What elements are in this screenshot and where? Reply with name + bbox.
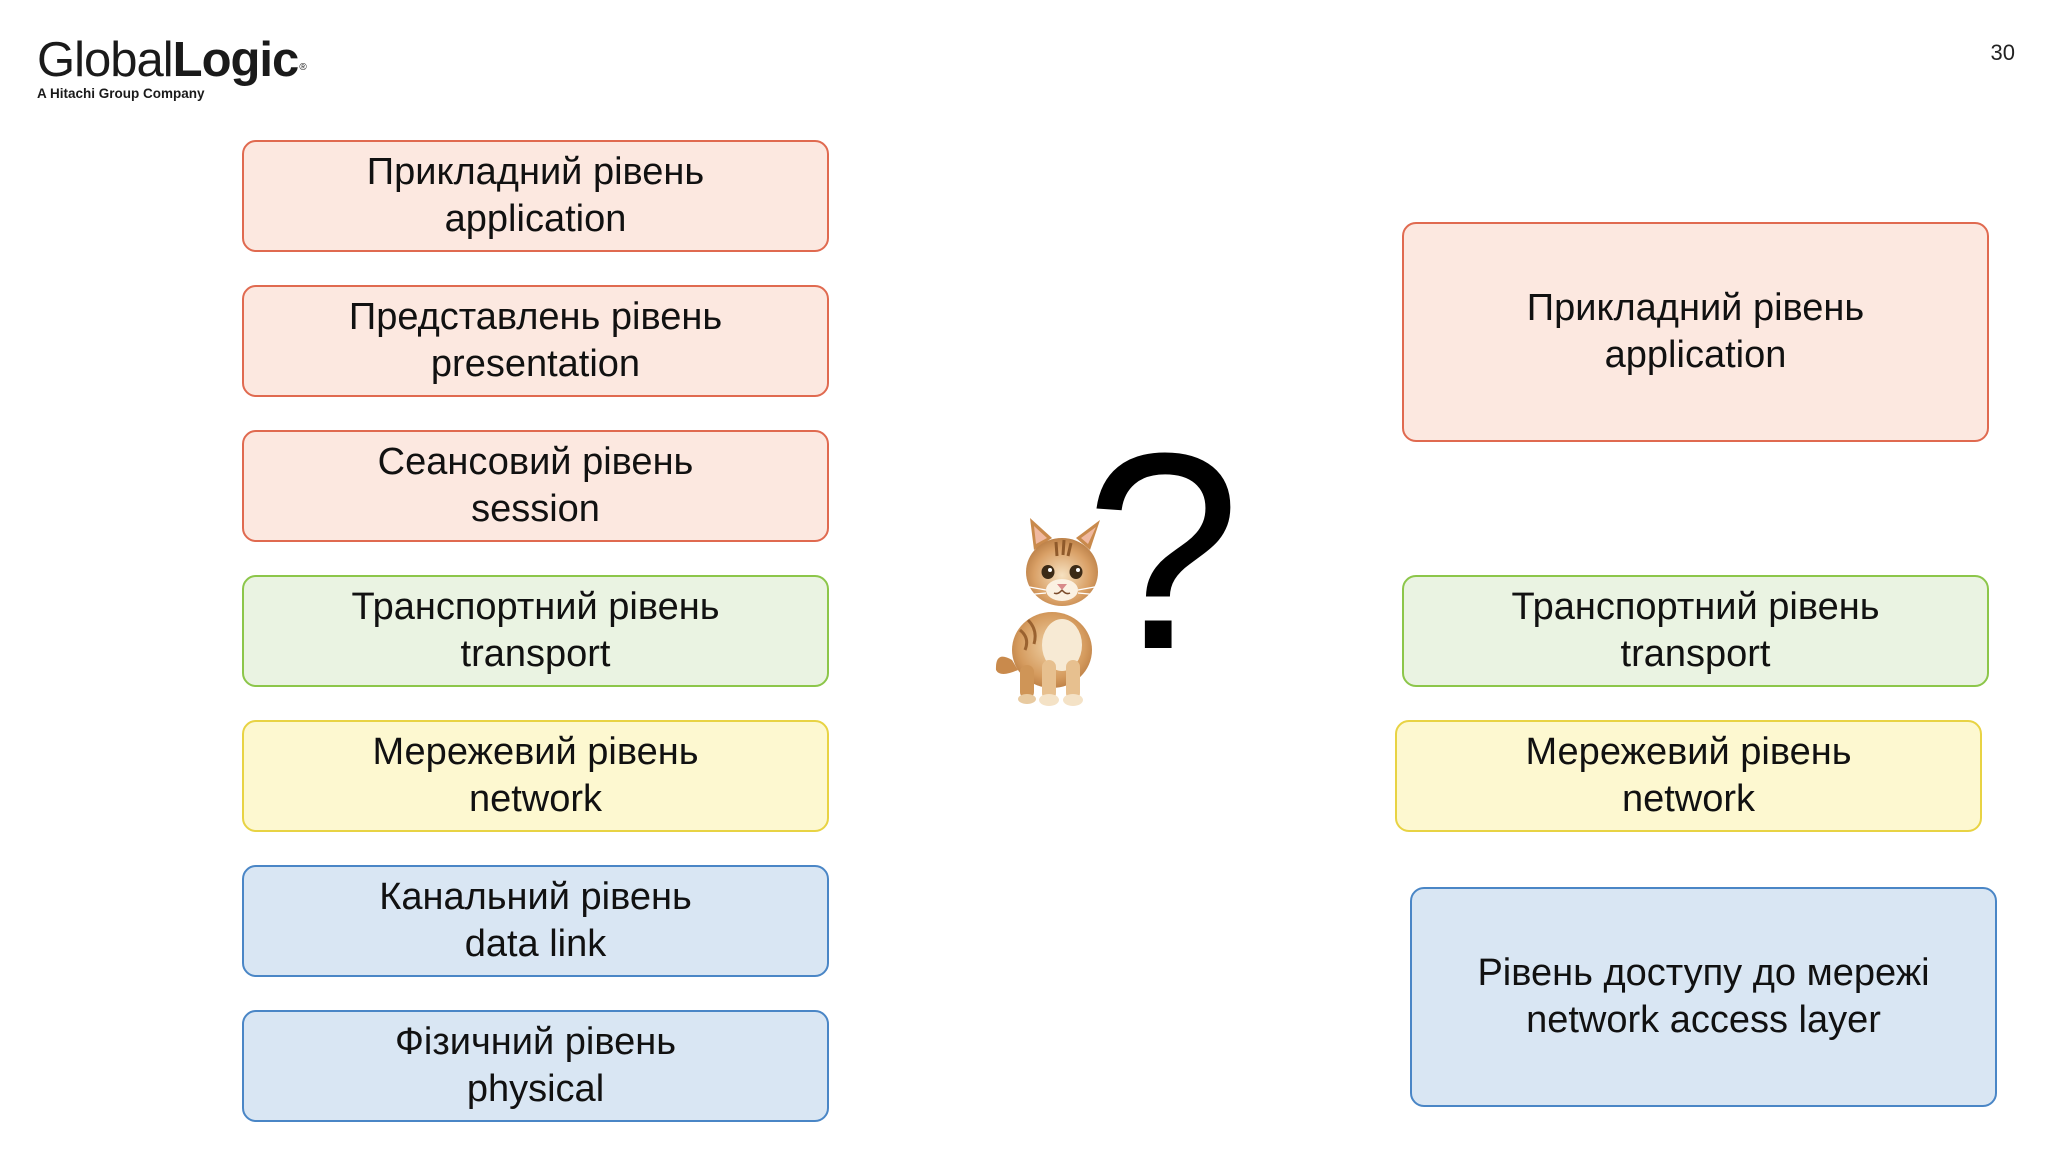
- osi-layer-network: Мережевий рівень network: [242, 720, 829, 832]
- osi-layer-physical: Фізичний рівень physical: [242, 1010, 829, 1122]
- logo-registered-mark: ®: [299, 62, 306, 73]
- logo-tagline: A Hitachi Group Company: [37, 86, 205, 101]
- logo-wordmark: GlobalLogic®: [37, 33, 307, 87]
- osi-layer-data-link: Канальний рівень data link: [242, 865, 829, 977]
- tcpip-layer-english-name: network: [1621, 778, 1756, 820]
- page-number: 30: [1990, 40, 2015, 65]
- osi-layer-name: Сеансовий рівень: [377, 441, 694, 483]
- osi-layer-name: Фізичний рівень: [394, 1021, 677, 1063]
- osi-layer-name: Канальний рівень: [379, 876, 692, 918]
- tcpip-layer-network-access: Рівень доступу до мережі network access …: [1410, 887, 1997, 1107]
- kitten-question-illustration: ?: [990, 412, 1250, 706]
- question-mark: ?: [1085, 396, 1241, 708]
- osi-layer-english-name: transport: [460, 633, 611, 675]
- tcpip-layer-name: Рівень доступу до мережі: [1477, 952, 1930, 994]
- osi-layer-english-name: physical: [466, 1068, 605, 1110]
- tcpip-layer-english-name: transport: [1620, 633, 1771, 675]
- osi-layer-english-name: data link: [464, 923, 607, 965]
- osi-layer-name: Мережевий рівень: [372, 731, 699, 773]
- osi-layer-english-name: network: [468, 778, 603, 820]
- osi-layer-application: Прикладний рівень application: [242, 140, 829, 252]
- company-logo: GlobalLogic® A Hitachi Group Company: [37, 33, 307, 101]
- osi-layer-transport: Транспортний рівень transport: [242, 575, 829, 687]
- osi-layer-name: Прикладний рівень: [366, 151, 705, 193]
- osi-layer-name: Транспортний рівень: [351, 586, 720, 628]
- osi-layer-session: Сеансовий рівень session: [242, 430, 829, 542]
- osi-layer-presentation: Представлень рівень presentation: [242, 285, 829, 397]
- tcpip-layer-english-name: network access layer: [1526, 999, 1881, 1041]
- logo-brand-part2: Logic: [172, 33, 300, 87]
- tcpip-layer-name: Транспортний рівень: [1511, 586, 1880, 628]
- osi-layer-english-name: application: [444, 198, 627, 240]
- tcpip-layer-name: Мережевий рівень: [1525, 731, 1852, 773]
- tcpip-layer-network: Мережевий рівень network: [1395, 720, 1982, 832]
- osi-layer-english-name: session: [471, 488, 600, 530]
- tcpip-layer-application: Прикладний рівень application: [1402, 222, 1989, 442]
- kitten-image: [995, 518, 1101, 706]
- osi-layer-english-name: presentation: [430, 343, 641, 385]
- tcpip-layer-english-name: application: [1604, 334, 1787, 376]
- tcpip-layer-transport: Транспортний рівень transport: [1402, 575, 1989, 687]
- tcpip-layer-name: Прикладний рівень: [1526, 287, 1865, 329]
- logo-brand-part1: Global: [37, 33, 174, 87]
- osi-layer-name: Представлень рівень: [348, 296, 723, 338]
